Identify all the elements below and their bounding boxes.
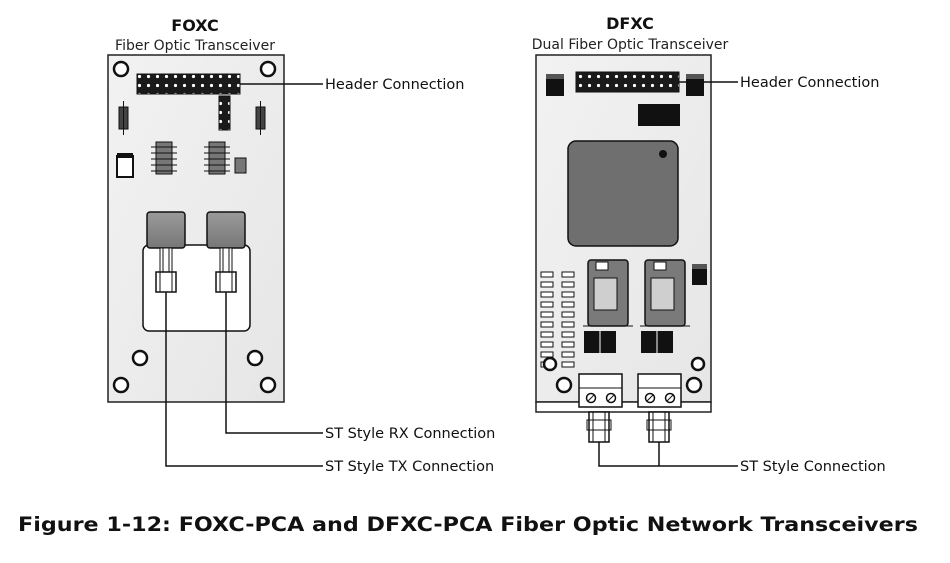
foxc-st-rx-connector [215,247,237,293]
dfxc-processor [567,140,679,247]
dfxc-header-label: Header Connection [740,75,879,91]
foxc-title: FOXC [171,16,218,35]
foxc-mounting-hole [112,60,130,78]
dfxc-subtitle: Dual Fiber Optic Transceiver [532,37,729,53]
foxc-mounting-hole [259,60,277,78]
dfxc-st-leader [598,442,738,467]
dfxc-st-port [637,373,682,408]
dfxc-mounting-hole [542,356,558,372]
foxc-mounting-hole [246,349,264,367]
dfxc-mounting-hole [685,376,703,394]
foxc-mounting-hole [131,349,149,367]
foxc-rx-leader [225,292,323,434]
dfxc-st-connector [646,411,672,443]
foxc-component [234,157,247,174]
foxc-rx-module [206,211,246,249]
foxc-tx-label: ST Style TX Connection [325,459,494,475]
foxc-tx-leader [165,292,323,467]
dfxc-st-connector [586,411,612,443]
dfxc-component [546,74,564,96]
dfxc-st-label: ST Style Connection [740,459,886,475]
dfxc-title: DFXC [606,14,654,33]
dfxc-group: DFXC Dual Fiber Optic Transceiver [532,14,886,475]
foxc-ic-chip [155,141,173,175]
foxc-tx-module [146,211,186,249]
foxc-rx-label: ST Style RX Connection [325,426,495,442]
dfxc-header-connector [575,71,680,93]
foxc-capacitor [116,155,134,178]
dfxc-mounting-hole [690,356,706,372]
foxc-group: FOXC Fiber Optic Transceiver [107,16,495,475]
dfxc-component [686,74,704,96]
dfxc-component [638,104,680,126]
foxc-mounting-hole [259,376,277,394]
dfxc-st-port [578,373,623,408]
dfxc-fiber-module [641,259,686,353]
foxc-jumper [218,95,231,131]
foxc-ic-chip [208,141,226,175]
dfxc-mounting-hole [555,376,573,394]
dfxc-bracket [535,401,712,413]
figure-caption: Figure 1-12: FOXC-PCA and DFXC-PCA Fiber… [18,513,918,536]
foxc-header-label: Header Connection [325,77,464,93]
dfxc-component [692,264,707,285]
dfxc-fiber-module [584,259,629,353]
foxc-subtitle: Fiber Optic Transceiver [115,38,275,54]
foxc-mounting-hole [112,376,130,394]
foxc-board [107,54,285,403]
foxc-header-connector [136,73,241,95]
